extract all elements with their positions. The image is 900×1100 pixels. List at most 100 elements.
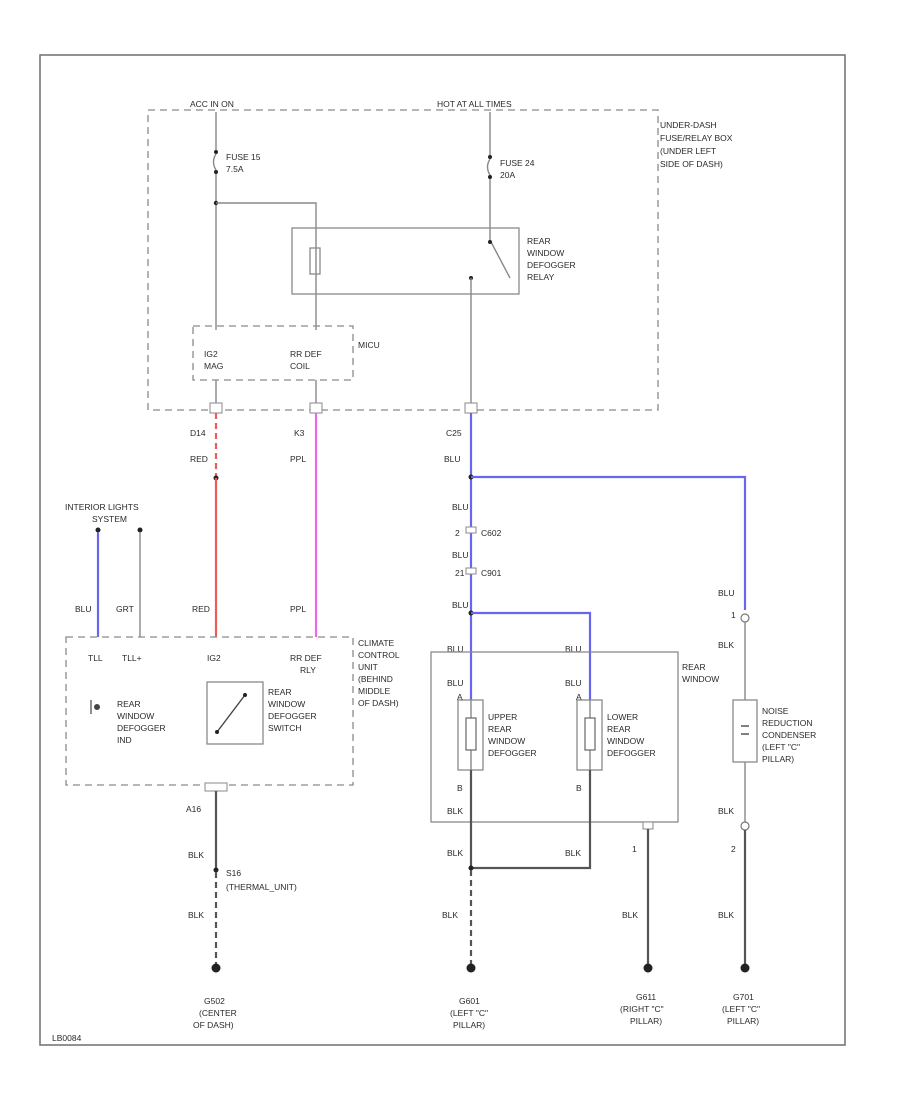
svg-text:CONDENSER: CONDENSER (762, 730, 816, 740)
ground-g701-label: G701 (LEFT "C" PILLAR) (722, 992, 760, 1026)
svg-text:REAR: REAR (268, 687, 292, 697)
rear-window-ground-wire: BLK BLK BLK BLK (442, 770, 592, 973)
svg-text:BLU: BLU (565, 644, 582, 654)
underdash-label: UNDER-DASH FUSE/RELAY BOX (UNDER LEFT SI… (660, 120, 733, 169)
micu-label: MICU (358, 340, 380, 350)
svg-text:BLK: BLK (188, 850, 204, 860)
svg-text:BLU: BLU (447, 678, 464, 688)
svg-text:BLK: BLK (565, 848, 581, 858)
svg-text:BLK: BLK (622, 910, 638, 920)
diagram-code: LB0084 (52, 1033, 82, 1043)
svg-text:D14: D14 (190, 428, 206, 438)
svg-text:S16: S16 (226, 868, 241, 878)
svg-text:(LEFT "C": (LEFT "C" (450, 1008, 488, 1018)
svg-text:(THERMAL_UNIT): (THERMAL_UNIT) (226, 882, 297, 892)
svg-text:PPL: PPL (290, 604, 306, 614)
svg-text:C901: C901 (481, 568, 502, 578)
ground-g502-label: G502 (CENTER OF DASH) (193, 996, 237, 1030)
underdash-box (147, 109, 659, 411)
svg-text:RED: RED (192, 604, 210, 614)
svg-text:RR DEF: RR DEF (290, 349, 322, 359)
red-wire: RED RED (190, 413, 219, 637)
diagram-frame (39, 54, 846, 1046)
svg-text:C602: C602 (481, 528, 502, 538)
svg-text:REAR: REAR (488, 724, 512, 734)
svg-text:CLIMATE: CLIMATE (358, 638, 395, 648)
climate-unit-label: CLIMATE CONTROL UNIT (BEHIND MIDDLE OF D… (358, 638, 400, 708)
connector-c602: 2 C602 (455, 526, 502, 538)
relay-label: REAR WINDOW DEFOGGER RELAY (527, 236, 576, 282)
svg-text:WINDOW: WINDOW (117, 711, 154, 721)
svg-text:20A: 20A (500, 170, 515, 180)
svg-text:A: A (457, 692, 463, 702)
svg-text:RED: RED (190, 454, 208, 464)
svg-text:CONTROL: CONTROL (358, 650, 400, 660)
svg-text:1: 1 (731, 610, 736, 620)
svg-text:WINDOW: WINDOW (607, 736, 644, 746)
svg-text:PILLAR): PILLAR) (630, 1016, 662, 1026)
svg-text:SYSTEM: SYSTEM (92, 514, 127, 524)
svg-text:(RIGHT "C": (RIGHT "C" (620, 1004, 664, 1014)
svg-text:BLU: BLU (452, 550, 469, 560)
svg-text:PILLAR): PILLAR) (762, 754, 794, 764)
svg-text:G601: G601 (459, 996, 480, 1006)
svg-text:INTERIOR LIGHTS: INTERIOR LIGHTS (65, 502, 139, 512)
svg-text:A: A (576, 692, 582, 702)
svg-text:COIL: COIL (290, 361, 310, 371)
fuse-24: FUSE 24 20A (486, 112, 535, 180)
svg-text:RELAY: RELAY (527, 272, 555, 282)
svg-text:MAG: MAG (204, 361, 223, 371)
fuse-15: FUSE 15 7.5A (212, 112, 261, 174)
svg-text:BLK: BLK (447, 848, 463, 858)
svg-text:BLK: BLK (718, 910, 734, 920)
rear-window-box (430, 651, 679, 823)
svg-text:REDUCTION: REDUCTION (762, 718, 813, 728)
svg-text:REAR: REAR (117, 699, 141, 709)
svg-text:K3: K3 (294, 428, 305, 438)
svg-text:DEFOGGER: DEFOGGER (607, 748, 656, 758)
svg-text:BLK: BLK (188, 910, 204, 920)
svg-text:PILLAR): PILLAR) (453, 1020, 485, 1030)
svg-text:(UNDER LEFT: (UNDER LEFT (660, 146, 716, 156)
svg-text:DEFOGGER: DEFOGGER (488, 748, 537, 758)
svg-text:SWITCH: SWITCH (268, 723, 302, 733)
svg-text:(CENTER: (CENTER (199, 1008, 237, 1018)
svg-text:G611: G611 (636, 992, 656, 1002)
svg-text:B: B (457, 783, 463, 793)
svg-text:MIDDLE: MIDDLE (358, 686, 390, 696)
svg-text:IG2: IG2 (207, 653, 221, 663)
svg-text:IND: IND (117, 735, 132, 745)
svg-text:2: 2 (731, 844, 736, 854)
svg-text:OF DASH): OF DASH) (358, 698, 399, 708)
svg-text:TLL: TLL (88, 653, 103, 663)
svg-text:BLU: BLU (444, 454, 461, 464)
svg-text:G502: G502 (204, 996, 225, 1006)
svg-text:DEFOGGER: DEFOGGER (527, 260, 576, 270)
svg-text:B: B (576, 783, 582, 793)
connector-c901: 21 C901 (455, 567, 502, 578)
ground-g611-label: G611 (RIGHT "C" PILLAR) (620, 992, 664, 1026)
svg-text:C25: C25 (446, 428, 462, 438)
svg-text:LOWER: LOWER (607, 712, 638, 722)
svg-text:UNIT: UNIT (358, 662, 378, 672)
svg-text:UPPER: UPPER (488, 712, 517, 722)
svg-text:BLK: BLK (447, 806, 463, 816)
svg-text:BLK: BLK (442, 910, 458, 920)
micu-box (192, 325, 354, 381)
svg-text:BLU: BLU (447, 644, 464, 654)
svg-text:FUSE/RELAY BOX: FUSE/RELAY BOX (660, 133, 733, 143)
interior-lights-label: INTERIOR LIGHTS SYSTEM (65, 502, 139, 524)
svg-text:RR DEF: RR DEF (290, 653, 322, 663)
svg-text:BLU: BLU (565, 678, 582, 688)
svg-text:WINDOW: WINDOW (682, 674, 719, 684)
svg-text:UNDER-DASH: UNDER-DASH (660, 120, 717, 130)
svg-text:21: 21 (455, 568, 465, 578)
svg-text:WINDOW: WINDOW (488, 736, 525, 746)
g611-ground-wire: 1 BLK (622, 821, 654, 973)
svg-text:REAR: REAR (682, 662, 706, 672)
svg-text:WINDOW: WINDOW (527, 248, 564, 258)
svg-text:7.5A: 7.5A (226, 164, 244, 174)
lower-defogger: LOWER REAR WINDOW DEFOGGER A B (576, 692, 656, 793)
svg-text:GRT: GRT (116, 604, 134, 614)
